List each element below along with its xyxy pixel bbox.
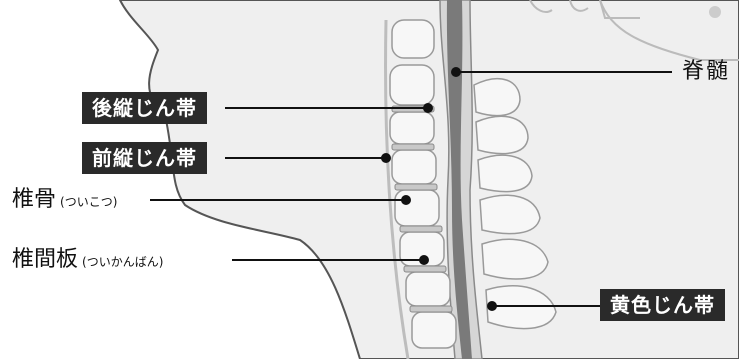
spinal-cord-label: 脊髄 [682, 59, 730, 85]
disc-label: 椎間板 (ついかんばん) [12, 247, 163, 275]
yellow-ligament-label: 黄色じん帯 [600, 289, 725, 321]
vertebra-label: 椎骨 (ついこつ) [12, 187, 117, 215]
anterior-longitudinal-ligament-label: 前縦じん帯 [82, 142, 207, 174]
disc-label-main: 椎間板 [12, 247, 78, 272]
disc-label-reading: (ついかんばん) [82, 255, 163, 269]
posterior-longitudinal-ligament-label: 後縦じん帯 [82, 92, 207, 124]
vertebra-label-main: 椎骨 [12, 187, 56, 212]
vertebra-label-reading: (ついこつ) [60, 195, 117, 209]
